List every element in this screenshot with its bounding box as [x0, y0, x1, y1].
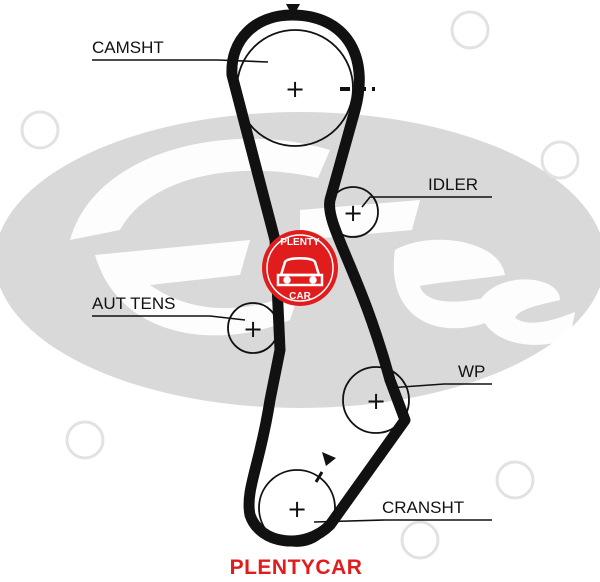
label-crankshaft: CRANSHT	[382, 498, 464, 517]
top-timing-mark	[286, 4, 300, 17]
tensioner-pulley: +	[227, 302, 279, 354]
camshaft-center-mark: +	[285, 75, 305, 103]
crankshaft-pulley: +	[258, 452, 336, 547]
idler-pulley: +	[327, 186, 379, 238]
car-icon	[276, 257, 324, 287]
label-tensioner: AUT TENS	[92, 294, 175, 313]
brand-footer: PLENTYCAR	[230, 556, 363, 579]
badge-text-bottom: CAR	[289, 291, 311, 302]
svg-text:+: +	[243, 315, 263, 343]
water-pump-pulley: +	[342, 366, 410, 434]
svg-text:+: +	[343, 199, 363, 227]
badge-text-top: PLENTY	[280, 237, 320, 248]
timing-belt	[226, 9, 411, 547]
label-idler: IDLER	[428, 175, 478, 194]
plentycar-badge: PLENTY CAR	[262, 230, 338, 306]
svg-text:+: +	[366, 387, 386, 415]
camshaft-pulley: +	[236, 29, 375, 147]
label-water-pump: WP	[458, 362, 485, 381]
svg-text:+: +	[287, 495, 307, 523]
watermark-marks	[20, 10, 580, 560]
label-camshaft: CAMSHT	[92, 38, 164, 57]
leader-lines	[92, 59, 492, 523]
